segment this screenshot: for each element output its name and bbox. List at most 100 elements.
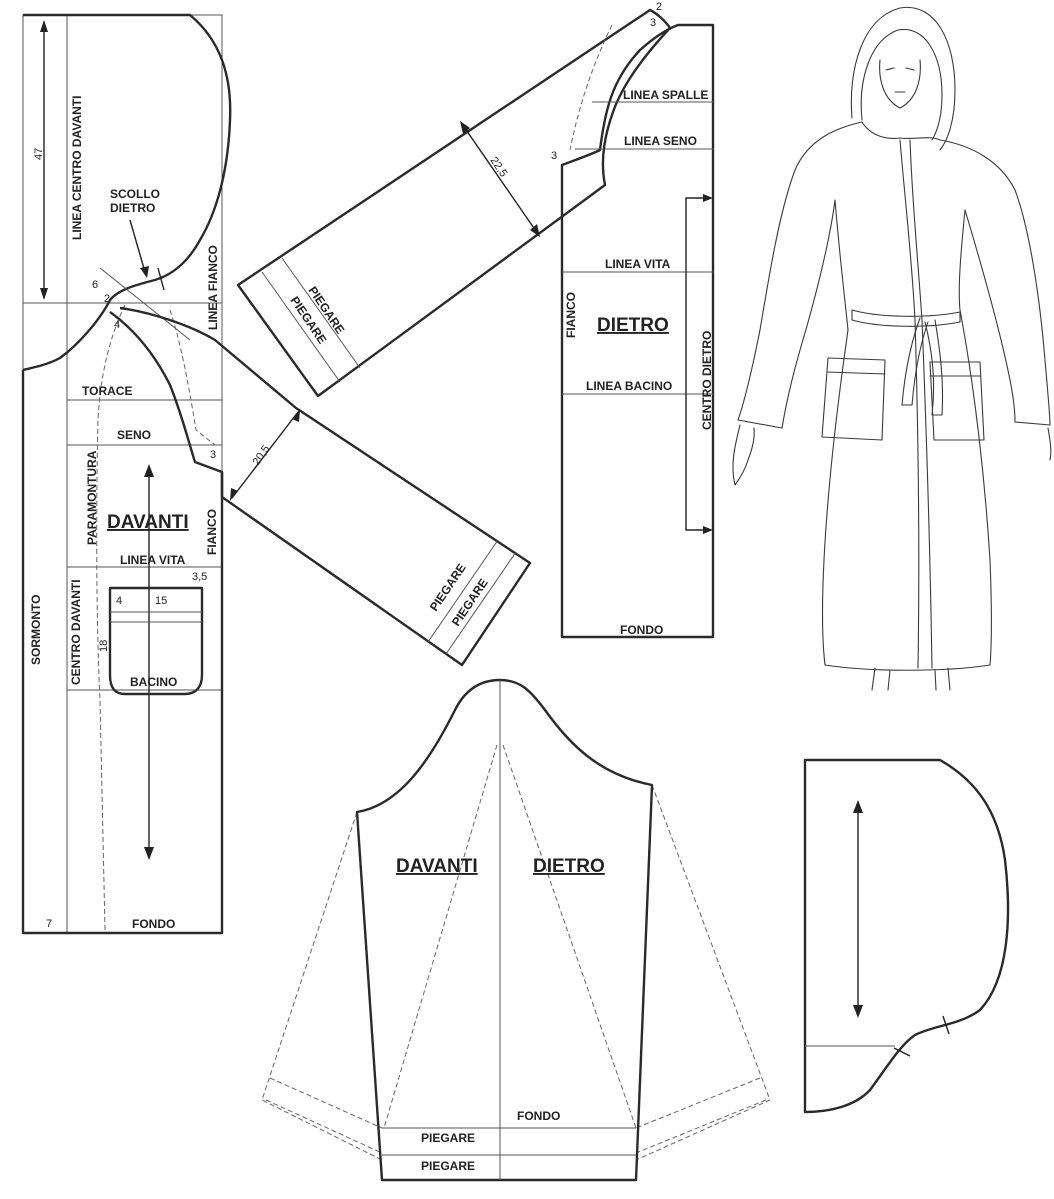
sleeve-front-title: DAVANTI xyxy=(396,856,478,877)
grain-head-top xyxy=(144,464,154,477)
upper-arrow-head-1 xyxy=(460,121,470,134)
lower-width-arrow xyxy=(231,411,299,499)
sketch-front-edge xyxy=(899,139,920,669)
upper-width-value: 22,5 xyxy=(488,155,510,179)
sketch-collar xyxy=(861,121,941,141)
upper-sleeve-outline xyxy=(236,8,672,398)
sketch-body-left xyxy=(822,199,849,666)
robe-illustration xyxy=(732,6,1052,691)
pocket-left-value: 4 xyxy=(116,595,122,607)
pocket-height-value: 18 xyxy=(98,640,110,652)
value-6: 6 xyxy=(92,279,98,291)
bracket-head-1 xyxy=(703,194,713,202)
center-back-label: CENTRO DIETRO xyxy=(700,331,714,430)
facing-label: PARAMONTURA xyxy=(85,450,99,545)
sleeve-flare-inner-right xyxy=(502,744,637,1129)
hood-outline xyxy=(803,758,1010,1114)
front-panel-guide-frame xyxy=(22,14,223,934)
back-panel-outline xyxy=(560,23,715,639)
sleeve-back-title: DIETRO xyxy=(533,856,605,877)
sketch-belt-tie xyxy=(901,317,944,416)
upper-sleeve-dashed xyxy=(569,24,613,151)
arrow-head-down xyxy=(40,288,48,300)
waist-label: LINEA VITA xyxy=(120,553,186,567)
flare-hem-left-2 xyxy=(265,1099,383,1154)
side-line-label: LINEA FIANCO xyxy=(206,245,220,330)
sketch-belt xyxy=(851,309,961,327)
hip-label: BACINO xyxy=(130,675,177,689)
hood-grain-head-2 xyxy=(853,1005,863,1018)
chest-label: TORACE xyxy=(82,384,132,398)
front-title: DAVANTI xyxy=(107,512,189,533)
lower-fold-line-2 xyxy=(445,551,517,655)
sleeve-piece: DAVANTI DIETRO FONDO PIEGARE PIEGARE xyxy=(261,678,771,1182)
sleeve-outline xyxy=(355,678,654,1182)
sketch-pocket-right xyxy=(929,361,985,441)
overlap-label: SORMONTO xyxy=(29,595,43,665)
sketch-right-sleeve xyxy=(964,209,1051,426)
center-front-label: CENTRO DAVANTI xyxy=(69,579,83,685)
sleeve-hem-label: FONDO xyxy=(517,1109,560,1123)
hood-notch-1 xyxy=(942,1015,950,1035)
sleeve-fold-label-1: PIEGARE xyxy=(421,1131,475,1145)
sketch-left-sleeve xyxy=(737,199,836,429)
sketch-hood-inner xyxy=(860,28,943,141)
lower-fold-line-1 xyxy=(427,539,499,643)
value-3-front: 3 xyxy=(210,449,216,461)
flare-hem-right-1 xyxy=(635,1077,761,1129)
bracket-head-2 xyxy=(703,526,713,534)
sleeve-flare-inner-left xyxy=(383,744,498,1129)
back-side-label: FIANCO xyxy=(564,292,578,338)
sketch-eyes xyxy=(885,67,915,71)
pocket-width-value: 15 xyxy=(155,595,167,607)
sketch-front-edge-2 xyxy=(909,139,933,669)
facing-line xyxy=(96,304,126,931)
flare-hem-left-1 xyxy=(269,1077,383,1129)
arrow-head-up xyxy=(40,20,48,32)
value-3-back: 3 xyxy=(551,150,557,162)
hood-grain-head-1 xyxy=(853,800,863,813)
center-line-label: LINEA CENTRO DAVANTI xyxy=(70,96,84,240)
sketch-hem xyxy=(824,664,991,671)
hip-line-label: LINEA BACINO xyxy=(586,379,672,393)
sleeve-fold-label-2: PIEGARE xyxy=(421,1159,475,1173)
value-2-top: 2 xyxy=(656,1,662,13)
back-panel: LINEA SPALLE LINEA SENO 3 LINEA VITA FIA… xyxy=(551,23,715,639)
waist-line-label: LINEA VITA xyxy=(605,257,671,271)
lower-sleeve-outline xyxy=(119,306,532,667)
upper-sleeve-piece: 22,5 PIEGARE PIEGARE 2 3 xyxy=(236,1,672,398)
shoulder-line-label: LINEA SPALLE xyxy=(623,88,708,102)
pocket-offset: 3,5 xyxy=(192,571,207,583)
back-neck-pointer xyxy=(129,219,146,273)
side-label: FIANCO xyxy=(205,509,219,555)
overlap-width-value: 7 xyxy=(46,918,52,930)
pocket-outline xyxy=(108,586,204,696)
lower-arrow-head-2 xyxy=(230,488,238,501)
hood-height-value: 47 xyxy=(33,148,45,160)
value-4: 4 xyxy=(114,319,120,331)
bust-line-label: LINEA SENO xyxy=(624,134,697,148)
sleeve-flare-left xyxy=(261,811,383,1161)
flare-hem-right-2 xyxy=(635,1099,767,1154)
bust-label: SENO xyxy=(117,428,151,442)
sketch-left-shoulder xyxy=(737,121,863,421)
sketch-right-hand xyxy=(1047,427,1052,461)
pointer-head xyxy=(140,266,149,278)
sleeve-flare-right xyxy=(635,784,771,1161)
lower-width-value: 20,5 xyxy=(251,443,273,467)
lower-arrow-head-1 xyxy=(292,409,300,422)
hood-outline-front xyxy=(22,13,232,372)
neck-diagonal xyxy=(99,267,191,341)
value-3-top: 3 xyxy=(650,17,656,29)
sketch-pocket-left xyxy=(821,357,886,441)
back-title: DIETRO xyxy=(597,315,669,336)
notch-mark xyxy=(157,267,165,291)
sketch-left-hand xyxy=(732,424,755,486)
sketch-right-shoulder xyxy=(939,139,1051,426)
upper-arrow-head-2 xyxy=(530,224,540,237)
sketch-hood xyxy=(850,6,956,151)
